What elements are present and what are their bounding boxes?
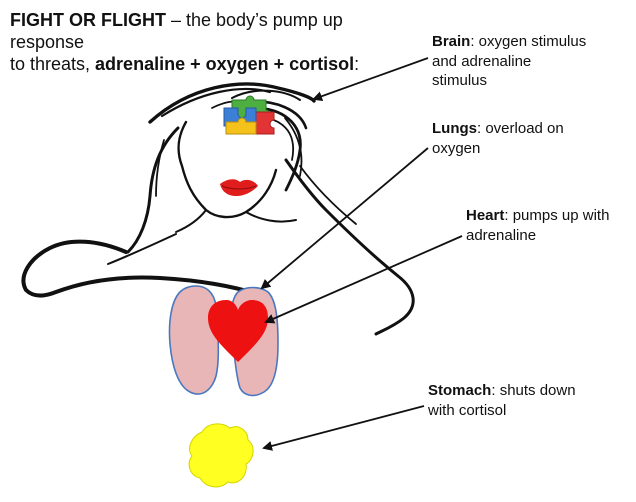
brain-desc-1: : oxygen stimulus [470,33,587,50]
stomach-icon [188,423,254,488]
lungs-label: Lungs: overload on oxygen [432,119,632,158]
stomach-arrow [262,405,425,451]
brain-arrow [312,57,429,101]
lungs-desc-2: oxygen [432,139,481,157]
heart-desc-2: adrenaline [466,226,537,244]
headline-colon: : [354,53,360,74]
brain-desc-2: and adrenaline [432,52,532,70]
stomach-label: Stomach: shuts down with cortisol [428,381,632,420]
headline-text-1: – the body’s pump up response [10,10,343,52]
lips-icon [220,179,258,196]
heart-desc-1: : pumps up with [504,207,610,224]
heart-arrow [264,235,463,324]
lungs-arrow [260,147,429,290]
heart-icon [208,300,268,362]
brain-puzzle-icon [223,95,275,135]
headline-text-2: to threats, [10,53,96,74]
stomach-desc-1: : shuts down [491,382,576,399]
brain-term: Brain [432,33,471,50]
heart-label: Heart: pumps up with adrenaline [466,206,634,245]
arrows [260,57,463,451]
brain-label: Brain: oxygen stimulus and adrenaline st… [432,32,632,91]
stomach-desc-2: with cortisol [428,401,507,419]
stomach-term: Stomach [428,382,492,399]
heart-term: Heart [466,207,505,224]
lungs-term: Lungs [432,120,477,137]
lungs-desc-1: : overload on [477,120,564,137]
headline: FIGHT OR FLIGHT – the body’s pump up res… [10,10,410,76]
headline-hormones: adrenaline + oxygen + cortisol [95,53,355,74]
woman-line-drawing [21,82,415,336]
brain-desc-3: stimulus [432,72,488,89]
headline-term: FIGHT OR FLIGHT [10,10,166,30]
